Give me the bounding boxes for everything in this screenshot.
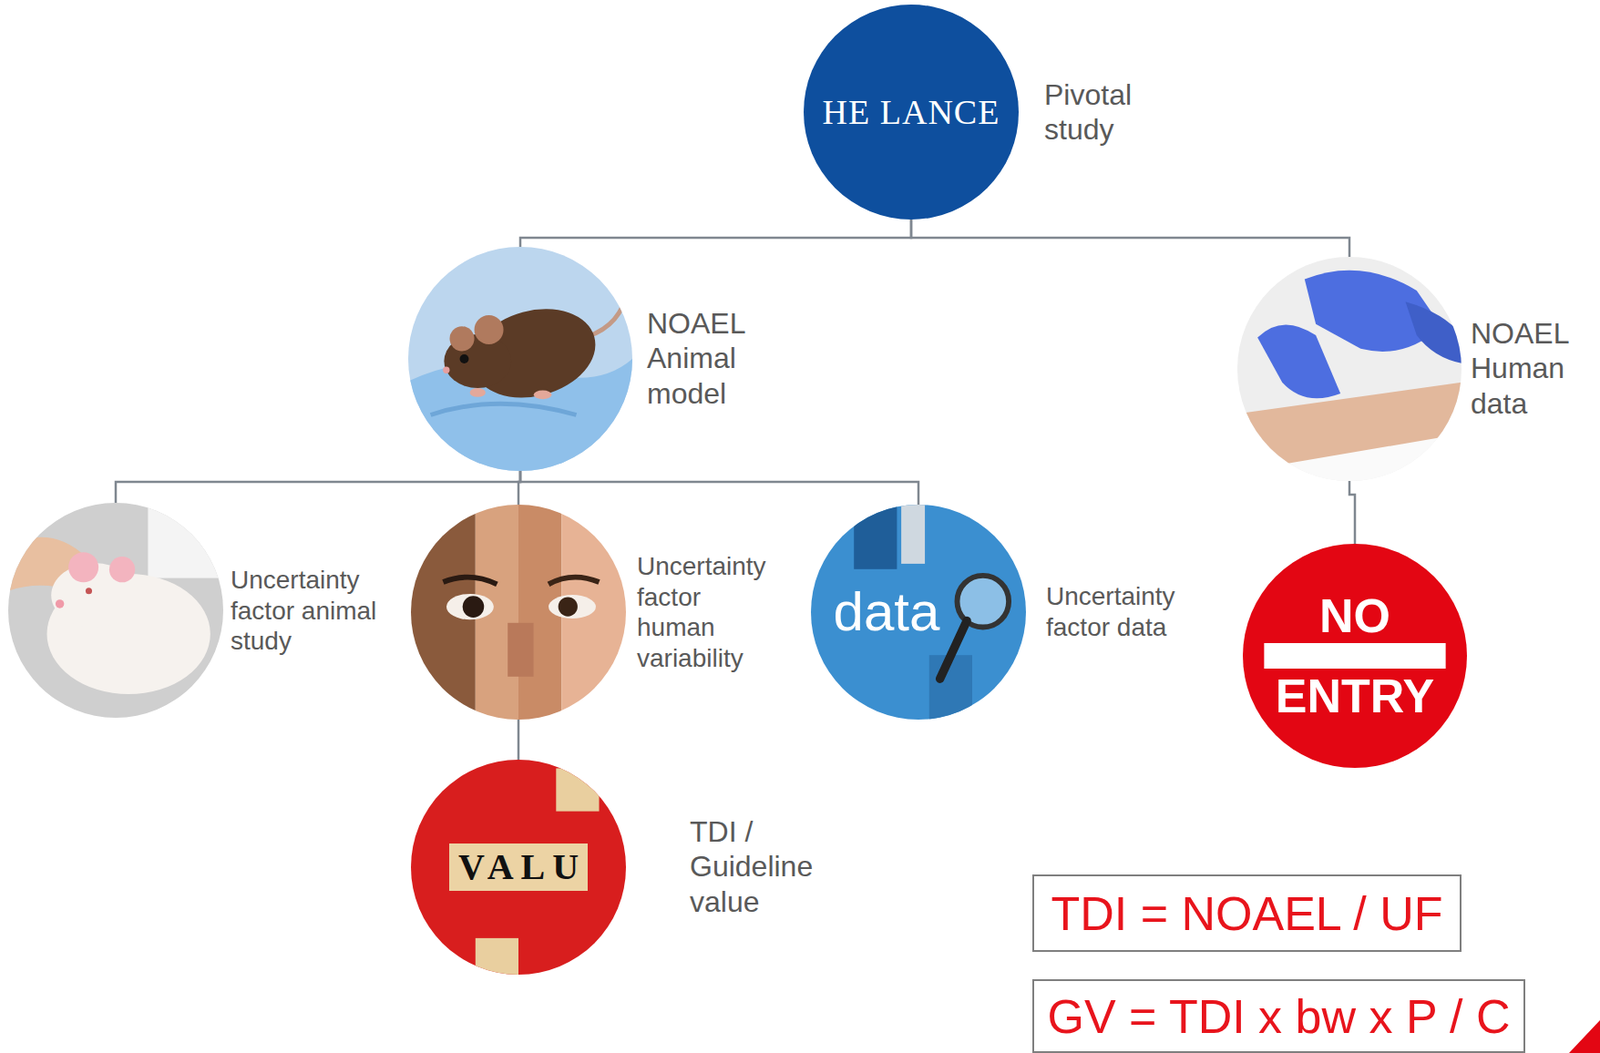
faces-photo — [462, 595, 485, 618]
rat-photo — [8, 502, 224, 718]
node-label: TDI / Guideline value — [689, 814, 827, 920]
node-label: Uncertainty factor animal study — [230, 564, 382, 657]
mouse-photo — [450, 326, 475, 351]
formula-box: GV = TDI x bw x P / C — [1032, 979, 1526, 1053]
uf-animal-circle: Uncertainty factor animal study — [8, 502, 224, 718]
clinical-photo — [1237, 256, 1462, 482]
connector-line — [520, 219, 912, 247]
node-label: NOAEL Human data — [1470, 316, 1584, 421]
journal-logo — [803, 4, 1019, 220]
mouse-photo — [408, 246, 633, 472]
journal-logo — [803, 4, 1019, 220]
node-label: Pivotal study — [1044, 77, 1158, 148]
connector-line — [517, 719, 521, 760]
mouse-photo — [442, 367, 450, 374]
rat-photo — [55, 599, 64, 608]
clinical-photo — [1257, 324, 1341, 399]
connector-line — [1349, 481, 1355, 544]
faces-photo — [558, 596, 578, 616]
journal-logo — [803, 4, 1019, 220]
faces-photo — [446, 594, 494, 620]
value-photo — [555, 768, 599, 811]
clinical-photo — [1237, 256, 1462, 482]
connector-line — [115, 471, 521, 503]
data-photo — [810, 504, 1026, 720]
no-entry-sign: NO ENTRY — [1242, 543, 1467, 769]
connector-line — [911, 219, 1350, 257]
value-photo — [410, 759, 626, 982]
rat-photo — [8, 502, 224, 718]
faces-photo — [410, 504, 626, 720]
mouse-photo — [460, 354, 470, 364]
data-photo — [810, 504, 1026, 720]
mouse-photo — [533, 389, 553, 400]
node-label: Uncertainty factor human variability — [636, 551, 774, 674]
mouse-photo — [587, 289, 628, 338]
mouse-photo — [408, 246, 633, 472]
node-label: NOAEL Animal model — [646, 306, 760, 411]
sign-text: ENTRY — [1275, 672, 1435, 720]
rat-photo — [85, 587, 93, 595]
rat-photo — [109, 556, 135, 583]
clinical-photo — [1237, 256, 1462, 482]
data-photo — [853, 504, 897, 570]
faces-photo — [548, 594, 596, 619]
animal-model-circle: NOAEL Animal model — [408, 246, 633, 472]
valu-text: VALU — [449, 843, 588, 892]
rat-photo — [68, 552, 99, 583]
uf-data-circle: dataUncertainty factor data — [810, 504, 1026, 720]
no-entry-symbol — [1242, 543, 1467, 769]
faces-photo — [442, 577, 497, 585]
no-entry-symbol — [1242, 543, 1467, 769]
mouse-photo — [470, 388, 486, 398]
tdi-value-circle: VALUTDI / Guideline value — [410, 759, 626, 975]
pivotal-study-circle: HE LANCEPivotal study — [803, 4, 1019, 220]
data-photo — [940, 620, 968, 679]
mouse-photo — [430, 403, 577, 415]
mouse-photo — [408, 246, 633, 472]
faces-photo — [548, 577, 599, 585]
no-entry-symbol — [1263, 643, 1446, 669]
logo-text: HE LANCE — [822, 94, 1001, 130]
value-photo — [410, 759, 626, 982]
data-photo — [810, 504, 1026, 720]
faces-photo — [507, 623, 534, 677]
corner-triangle — [1569, 1020, 1600, 1053]
human-data-circle: NOAEL Human data — [1237, 256, 1462, 482]
rat-photo — [8, 502, 224, 718]
clinical-photo — [1405, 301, 1463, 364]
value-photo — [475, 938, 519, 982]
data-text: data — [833, 584, 941, 640]
formula-text: GV = TDI x bw x P / C — [1046, 993, 1510, 1041]
clinical-photo — [1237, 382, 1462, 472]
faces-photo — [410, 504, 626, 720]
data-photo — [901, 504, 925, 565]
sign-text: NO — [1319, 592, 1391, 640]
formula-box: TDI = NOAEL / UF — [1032, 874, 1462, 953]
formula-text: TDI = NOAEL / UF — [1050, 890, 1443, 938]
uf-human-circle: Uncertainty factor human variability — [410, 504, 626, 720]
mouse-photo — [474, 315, 504, 345]
connector-line — [520, 471, 919, 505]
node-label: Uncertainty factor data — [1046, 581, 1183, 643]
rat-photo — [147, 502, 224, 579]
